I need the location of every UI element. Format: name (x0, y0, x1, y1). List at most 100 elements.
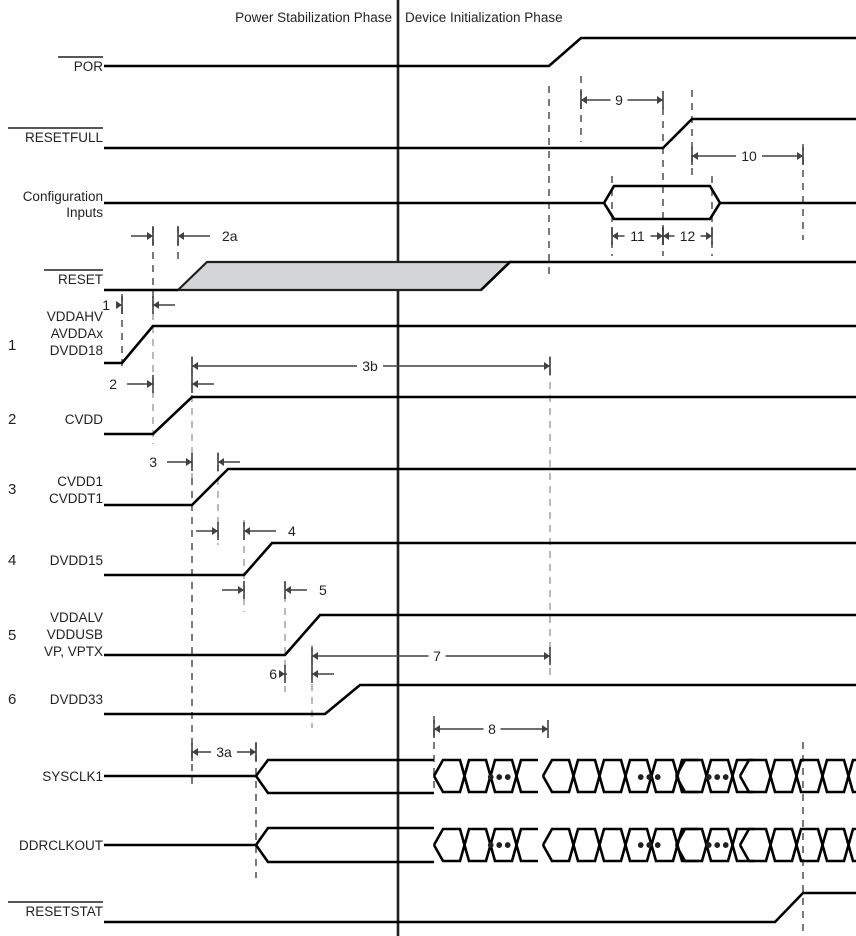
measurement-m3: 3 (149, 453, 240, 471)
measurement-arrowhead-in-m2a (147, 232, 153, 240)
group-index-3: 3 (8, 481, 16, 498)
measurement-m12: 12 (662, 227, 713, 245)
group-index-4: 4 (8, 552, 16, 569)
ellipsis-ddrclkout-2: ••• (637, 835, 663, 857)
clock-edge-upper-2 (674, 827, 754, 863)
group-index-2: 2 (8, 411, 16, 428)
measurement-m6: 6 (269, 665, 334, 683)
measurement-arrowhead-right-m3b (544, 362, 550, 370)
waveform-config-inputs-upper (104, 184, 856, 205)
waveform-dvdd15 (104, 541, 856, 577)
measurement-arrowhead-right-m11 (657, 232, 663, 240)
clock-edge-upper-3 (738, 758, 856, 794)
measurement-arrowhead-left-m8 (434, 725, 440, 733)
ellipsis-ddrclkout-3: ••• (705, 835, 731, 857)
measurement-m2: 2 (109, 375, 214, 393)
measurement-arrowhead-in-m2 (147, 380, 153, 388)
signal-label-ddrclkout: DDRCLKOUT (19, 838, 103, 853)
measurement-label-m6: 6 (269, 666, 277, 682)
measurement-arrowhead-left-m12 (663, 232, 669, 240)
measurement-arrowhead-left-m7 (312, 652, 318, 660)
ellipsis-sysclk1-1: ••• (487, 767, 513, 789)
signal-label-vddalv: VDDALV (50, 610, 103, 625)
measurement-arrowhead-left-m10 (692, 152, 698, 160)
measurement-m2a: 2a (131, 227, 238, 245)
measurement-label-m7: 7 (433, 648, 441, 664)
waveform-reset-rise (480, 260, 856, 291)
phase-header: Power Stabilization Phase Device Initial… (235, 10, 562, 25)
measurement-m11: 11 (611, 227, 664, 245)
measurement-label-m11: 11 (630, 228, 645, 244)
waveform-cvdd (104, 395, 856, 436)
measurement-arrowhead-right-m3a (250, 748, 256, 756)
measurement-arrowhead-left-m9 (581, 96, 587, 104)
measurement-m10: 10 (691, 147, 804, 165)
signal-label-sysclk1: SYSCLK1 (42, 769, 103, 784)
measurement-label-m10: 10 (741, 148, 757, 164)
clock-edge-upper-0 (432, 827, 538, 863)
measurement-label-m2: 2 (109, 376, 117, 392)
clock-edge-upper-3 (738, 827, 856, 863)
signal-label-config-inputs-line2: Inputs (66, 205, 103, 220)
measurement-m1: 1 (102, 296, 175, 314)
clock-edge-upper-1 (541, 758, 699, 794)
measurement-label-m3a: 3a (216, 744, 232, 760)
signal-label-reset: RESET (58, 272, 103, 287)
waveform-cvdd1 (104, 467, 856, 507)
measurement-m7: 7 (311, 647, 551, 665)
clock-edge-lower-1 (541, 827, 699, 863)
clock-edge-upper-1 (541, 827, 699, 863)
measurement-label-m4: 4 (288, 523, 296, 539)
clock-edge-upper-2 (674, 758, 754, 794)
ellipsis-ddrclkout-1: ••• (487, 835, 513, 857)
clock-edge-upper-0 (432, 758, 538, 794)
measurement-arrowhead-right-m12 (706, 232, 712, 240)
measurement-label-m8: 8 (488, 721, 496, 737)
measurement-arrowhead-left-m11 (612, 232, 618, 240)
clock-edge-lower-2 (674, 758, 754, 794)
measurement-arrowhead-right-m9 (657, 96, 663, 104)
measurement-m8: 8 (433, 720, 549, 738)
group-index-5: 5 (8, 627, 16, 644)
signal-label-por: POR (74, 59, 104, 74)
measurement-label-m2a: 2a (222, 228, 238, 244)
measurement-arrowhead-in-m4 (212, 527, 218, 535)
waveform-sysclk1-idle-lower (254, 775, 434, 795)
waveform-ddrclkout-idle-lower (254, 844, 434, 864)
signal-label-dvdd15: DVDD15 (50, 553, 103, 568)
measurement-arrowhead-right-m10 (797, 152, 803, 160)
signal-label-cvdd1: CVDD1 (57, 474, 103, 489)
group-index-1: 1 (8, 337, 16, 354)
signal-waveforms (104, 36, 856, 924)
clock-edge-lower-0 (432, 758, 538, 794)
phase-label-power-stabilization: Power Stabilization Phase (235, 10, 392, 25)
signal-label-resetstat: RESETSTAT (25, 904, 103, 919)
signal-label-config-inputs-line1: Configuration (23, 189, 103, 204)
measurement-arrowhead-in-m1 (116, 301, 122, 309)
phase-label-device-initialization: Device Initialization Phase (405, 10, 563, 25)
waveform-sysclk1-idle-upper (104, 758, 434, 778)
signal-labels: POR RESETFULL Configuration Inputs RESET… (8, 56, 104, 919)
dashed-guides (121, 76, 804, 936)
waveform-ddrclkout-idle-upper (104, 826, 434, 847)
measurement-arrowhead-right-m7 (544, 652, 550, 660)
measurement-m3a: 3a (191, 743, 257, 761)
signal-label-vddahv: VDDAHV (47, 309, 103, 324)
measurement-label-m3b: 3b (362, 358, 378, 374)
signal-label-dvdd18: DVDD18 (50, 343, 103, 358)
clock-bursts-sysclk1 (432, 758, 856, 794)
group-index-6: 6 (8, 691, 16, 708)
signal-label-dvdd33: DVDD33 (50, 692, 103, 707)
ellipsis-marks: ••• ••• ••• ••• ••• ••• (487, 767, 731, 857)
measurement-arrowhead-in-m5 (238, 586, 244, 594)
measurement-m5: 5 (222, 581, 327, 599)
measurement-arrowhead-right-m8 (542, 725, 548, 733)
measurement-label-m1: 1 (102, 297, 110, 313)
measurement-label-m5: 5 (319, 582, 327, 598)
waveform-dvdd33 (104, 683, 856, 716)
measurement-label-m12: 12 (680, 228, 696, 244)
clock-edge-lower-0 (432, 827, 538, 863)
waveform-vddalv (104, 613, 856, 657)
